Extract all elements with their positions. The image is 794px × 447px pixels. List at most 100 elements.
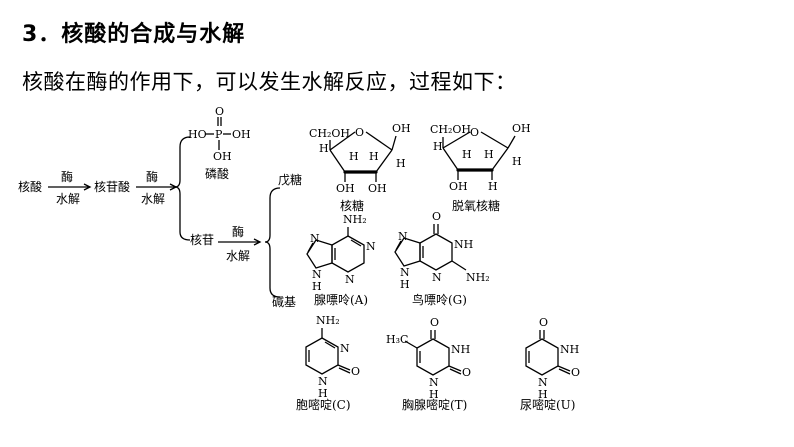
ribose-ch2oh: CH₂OH <box>309 127 350 140</box>
label-deoxyribose: 脱氧核糖 <box>452 198 500 213</box>
thymine-o4: O <box>430 316 439 329</box>
arrow1-head <box>83 183 92 191</box>
adenine-n9: N <box>312 268 322 281</box>
ribose-oh2: OH <box>368 182 387 195</box>
uracil-structure: O NH O N H <box>525 316 580 401</box>
phosphate-o-top: O <box>215 105 224 118</box>
arrow3-enzyme: 酶 <box>232 224 244 239</box>
ribose-h4: H <box>319 142 329 155</box>
guanine-n9: N <box>400 266 410 279</box>
cytosine-h1: H <box>318 387 328 400</box>
uracil-n3h: NH <box>560 343 579 356</box>
adenine-n7: N <box>310 232 320 245</box>
thymine-ring <box>416 338 450 376</box>
cytosine-n3: N <box>340 342 350 355</box>
label-adenine: 腺嘌呤(A) <box>314 292 368 307</box>
cytosine-co-b <box>338 367 351 374</box>
cytosine-nh2: NH₂ <box>316 314 340 327</box>
ribose-oh3: OH <box>336 182 355 195</box>
arrow3-head <box>253 238 262 246</box>
arrow1-hydrolysis: 水解 <box>56 192 80 206</box>
thymine-n1: N <box>429 376 439 389</box>
thymine-n3h: NH <box>451 343 470 356</box>
label-base: 碱基 <box>272 295 296 309</box>
guanine-structure: O N N H NH N NH₂ <box>394 210 490 291</box>
adenine-five-ring <box>306 239 333 269</box>
thymine-co2-a <box>448 365 462 372</box>
cytosine-co-a <box>337 364 351 371</box>
intro-text: 核酸在酶的作用下，可以发生水解反应，过程如下： <box>22 70 517 94</box>
guanine-n7: N <box>398 230 408 243</box>
ribose-structure: CH₂OH O H OH H H H OH OH <box>309 122 411 195</box>
guanine-six-ring <box>419 233 453 271</box>
cytosine-o2: O <box>351 365 360 378</box>
guanine-n3: N <box>432 271 442 284</box>
deoxyribose-h1: H <box>512 155 522 168</box>
uracil-co2-a <box>557 365 571 372</box>
label-cytosine: 胞嘧啶(C) <box>296 398 351 412</box>
thymine-h1: H <box>429 388 439 401</box>
ribose-h3: H <box>349 150 359 163</box>
deoxyribose-oh3: OH <box>449 180 468 193</box>
label-phosphoric-acid: 磷酸 <box>205 166 229 181</box>
uracil-ring <box>525 338 559 376</box>
thymine-ch3: H₃C <box>386 333 408 346</box>
label-thymine: 胸腺嘧啶(T) <box>402 397 467 412</box>
uracil-h1: H <box>538 388 548 401</box>
phosphate-p: P <box>215 128 223 141</box>
brace-nucleoside <box>264 187 281 298</box>
adenine-double-1 <box>350 239 362 247</box>
arrow3-hydrolysis: 水解 <box>226 249 250 263</box>
label-pentose: 戊糖 <box>278 172 302 187</box>
ribose-bond-c4-o <box>329 131 356 151</box>
adenine-n1: N <box>366 240 376 253</box>
ribose-h2: H <box>369 150 379 163</box>
adenine-double-3 <box>307 242 314 253</box>
thymine-co2-b <box>449 368 462 375</box>
section-heading: 3．核酸的合成与水解 <box>22 22 246 47</box>
label-nucleic-acid: 核酸 <box>18 179 42 194</box>
uracil-co2-b <box>558 368 571 375</box>
brace-nucleotide <box>174 136 191 241</box>
thymine-bond-ch3 <box>404 340 418 349</box>
label-uracil: 尿嘧啶(U) <box>520 398 575 412</box>
deoxyribose-bond-c2-c1 <box>491 147 509 171</box>
cytosine-ring <box>305 337 339 375</box>
deoxyribose-ch2oh: CH₂OH <box>430 123 471 136</box>
deoxyribose-h2b: H <box>488 180 498 193</box>
cytosine-double-2 <box>324 341 336 349</box>
thymine-o2: O <box>462 366 471 379</box>
deoxyribose-h2a: H <box>484 148 494 161</box>
deoxyribose-bond-o-c1 <box>480 131 509 149</box>
thymine-structure: O H₃C NH O N H <box>386 316 471 401</box>
phosphate-oh-bottom: OH <box>213 150 232 163</box>
guanine-o6: O <box>432 210 441 223</box>
deoxyribose-ring-o: O <box>470 126 479 139</box>
label-nucleoside: 核苷 <box>190 233 214 247</box>
uracil-o2: O <box>571 366 580 379</box>
deoxyribose-h4: H <box>433 140 443 153</box>
deoxyribose-structure: CH₂OH O H OH H H H OH H <box>430 122 531 193</box>
ribose-bond-c4-c3 <box>329 149 346 173</box>
uracil-n1: N <box>538 376 548 389</box>
deoxyribose-bond-c4-o <box>442 131 471 149</box>
uracil-o4: O <box>539 316 548 329</box>
adenine-n3: N <box>345 273 355 286</box>
guanine-five-ring <box>394 237 421 267</box>
ribose-bond-oh1 <box>391 135 397 151</box>
ribose-ring-o: O <box>355 126 364 139</box>
phosphate-ho-left: HO <box>188 128 207 141</box>
label-nucleotide: 核苷酸 <box>94 179 130 194</box>
cytosine-structure: NH₂ N O N H <box>305 314 360 400</box>
arrow2-hydrolysis: 水解 <box>141 192 165 206</box>
label-guanine: 鸟嘌呤(G) <box>412 292 467 307</box>
ribose-oh1: OH <box>392 122 411 135</box>
adenine-six-ring <box>331 235 365 273</box>
guanine-n1h: NH <box>454 238 473 251</box>
cytosine-n1: N <box>318 375 328 388</box>
ribose-h1: H <box>396 157 406 170</box>
deoxyribose-oh1: OH <box>512 122 531 135</box>
deoxyribose-bond-c4-c3 <box>442 147 459 171</box>
deoxyribose-h3: H <box>462 148 472 161</box>
